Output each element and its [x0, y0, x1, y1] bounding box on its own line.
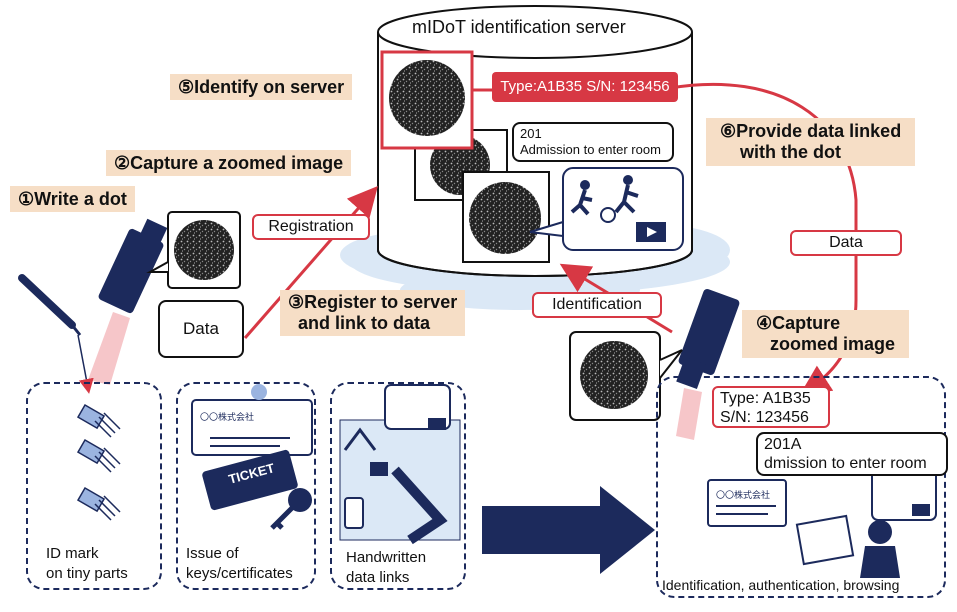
step-6-line1: ⑥Provide data linked: [720, 121, 902, 141]
panel-handwritten-line1: Handwritten: [346, 549, 427, 566]
sports-media-callout: [529, 167, 684, 251]
step-4-label: ④Capture zoomed image: [742, 310, 910, 358]
result-room-text: dmission to enter room: [764, 455, 927, 472]
step-4-line2: zoomed image: [770, 334, 896, 354]
result-room-number: 201A: [764, 436, 802, 453]
step-2-label: ②Capture a zoomed image: [106, 150, 352, 176]
panel-result: Identification, authentication, browsing: [656, 376, 946, 598]
handwritten-tablet-icons: [339, 384, 461, 545]
panel-keys-line1: Issue of: [186, 545, 239, 562]
camera-left-icon: [88, 218, 168, 385]
result-caption: Identification, authentication, browsing: [662, 577, 900, 593]
result-type: Type: A1B35: [720, 390, 811, 407]
server-room-text: Admission to enter room: [520, 142, 661, 157]
server-type-sn-badge: Type:A1B35 S/N: 123456: [492, 72, 678, 102]
server-room-record: 201 Admission to enter room: [512, 122, 674, 162]
result-sn: S/N: 123456: [720, 409, 809, 426]
step-3-label: ③Register to server and link to data: [280, 290, 466, 336]
result-type-sn: Type: A1B35 S/N: 123456: [712, 386, 830, 428]
tiny-chip-icons: [76, 403, 121, 521]
panel-keys-certificates: Issue of keys/certificates: [176, 382, 316, 590]
panel-keys-line2: keys/certificates: [186, 565, 293, 582]
data-flow-label: Data: [790, 230, 902, 256]
certificate-company-text: 〇〇株式会社: [200, 412, 255, 422]
result-company-text: 〇〇株式会社: [716, 490, 771, 500]
panel-handwritten-line2: data links: [346, 569, 410, 586]
data-flow-arrow: [669, 82, 858, 395]
certificate-ticket-key-icons: [191, 384, 313, 530]
data-box: Data: [158, 300, 244, 358]
server-room-number: 201: [520, 126, 542, 141]
step-3-line2: and link to data: [298, 313, 431, 333]
camera-right-icon: [676, 289, 740, 440]
panel-tiny-parts-line1: ID mark: [46, 545, 99, 562]
step-5-label: ⑤Identify on server: [170, 74, 353, 100]
step-6-label: ⑥Provide data linked with the dot: [706, 118, 916, 166]
panel-tiny-parts-line2: on tiny parts: [46, 565, 128, 582]
result-scene-icons: [707, 469, 937, 578]
identification-label: Identification: [532, 292, 662, 318]
server-title: mIDoT identification server: [412, 17, 626, 37]
step-1-label: ①Write a dot: [10, 186, 135, 212]
step-4-line1: ④Capture: [756, 313, 841, 333]
registration-label: Registration: [252, 214, 370, 240]
pen-icon: [18, 274, 94, 394]
result-arrow: [482, 486, 655, 574]
panel-tiny-parts: ID mark on tiny parts: [26, 382, 162, 590]
step-3-line1: ③Register to server: [288, 292, 458, 312]
panel-handwritten: Handwritten data links: [330, 382, 466, 590]
step-6-line2: with the dot: [740, 142, 841, 162]
result-room-record: 201A dmission to enter room: [756, 432, 948, 476]
